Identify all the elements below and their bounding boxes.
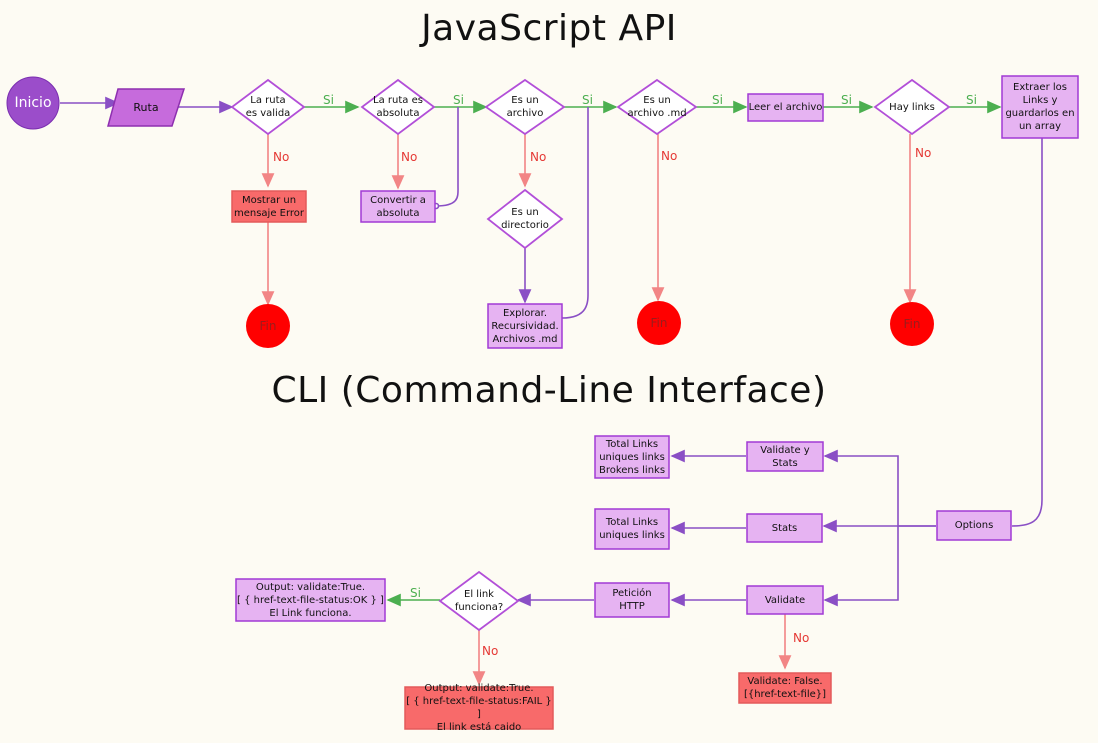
node-stats <box>746 513 823 543</box>
node-fin-1 <box>246 304 290 348</box>
node-fin-2 <box>637 301 681 345</box>
node-link-funciona <box>438 570 520 632</box>
node-convertir <box>360 190 436 223</box>
title-cli: CLI (Command-Line Interface) <box>271 370 827 411</box>
node-validate-false <box>738 672 832 704</box>
node-total-unique-broken <box>594 435 670 479</box>
node-validate-stats <box>746 441 824 472</box>
node-validate <box>746 585 824 615</box>
node-es-md <box>616 78 698 136</box>
node-hay-links <box>873 78 951 136</box>
node-es-archivo <box>484 78 566 136</box>
node-peticion <box>594 582 670 618</box>
title-javascript-api: JavaScript API <box>421 8 677 49</box>
edge-options-validatestats <box>823 449 936 527</box>
node-ruta-valida <box>230 78 306 136</box>
edge-options-validate <box>823 526 899 607</box>
node-output-ok <box>235 578 386 622</box>
node-mostrar-error <box>231 190 307 223</box>
node-ruta-absoluta <box>360 78 436 136</box>
node-options <box>936 510 1012 541</box>
edge-convertir-back <box>435 107 459 207</box>
node-total-unique <box>594 508 670 550</box>
node-explorar <box>487 303 563 349</box>
edge-extraer-options <box>1011 138 1043 527</box>
node-es-directorio <box>486 188 564 250</box>
node-extraer <box>1001 75 1079 139</box>
node-output-fail <box>404 686 554 730</box>
node-ruta <box>107 88 186 127</box>
node-fin-3 <box>890 302 934 346</box>
node-inicio <box>6 76 60 130</box>
edge-explorar-back <box>561 107 589 319</box>
node-leer-archivo <box>747 93 824 122</box>
